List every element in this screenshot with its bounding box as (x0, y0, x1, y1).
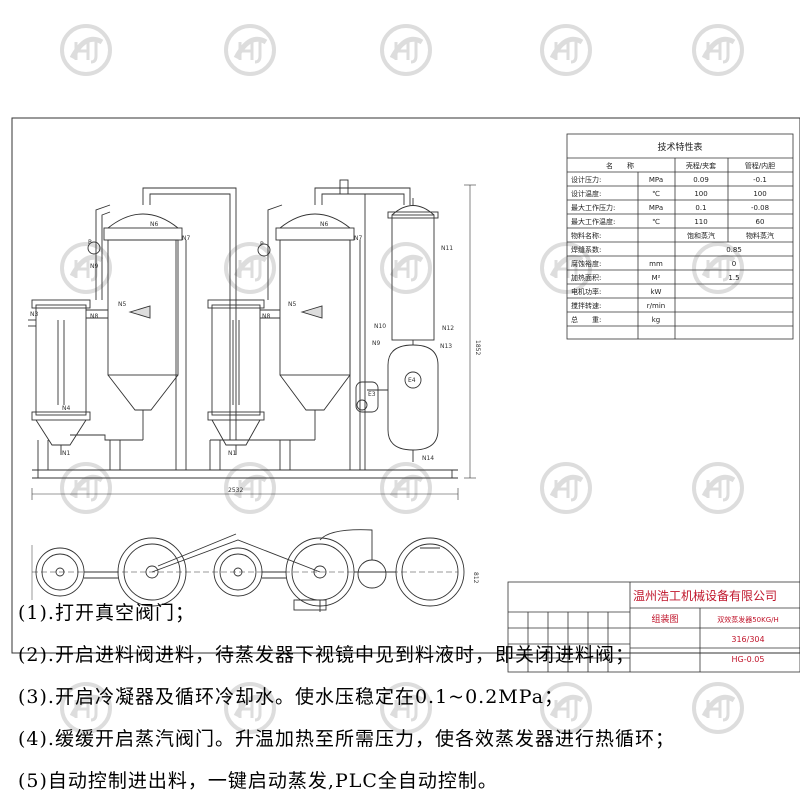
table-row-name: 腐蚀裕度: (571, 259, 601, 268)
svg-text:N9: N9 (372, 340, 380, 347)
product-name: 双效蒸发器50KG/H (717, 615, 779, 624)
table-row-tube: 100 (753, 190, 766, 198)
svg-text:N8: N8 (262, 313, 270, 320)
svg-text:N13: N13 (440, 343, 452, 350)
table-row-name: 物料名称: (571, 231, 601, 240)
svg-text:N8: N8 (90, 313, 98, 320)
tech-spec-text: 技术特性表 名 称 壳程/夹套 管程/内胆 设计压力: MPa 0.09 -0.1 设计… (571, 141, 775, 324)
dim-total-width: 2532 (228, 487, 243, 494)
table-row-unit: ℃ (652, 190, 660, 198)
title-block (507, 581, 800, 673)
svg-text:N10: N10 (374, 323, 386, 330)
table-row-name: 最大工作温度: (571, 217, 615, 226)
table-row-unit: kg (652, 316, 661, 324)
table-header-name: 名 称 (606, 161, 634, 170)
svg-text:N7: N7 (182, 235, 190, 242)
step-2: (2).开启进料阀进料，待蒸发器下视镜中见到料液时，即关闭进料阀； (18, 644, 635, 666)
table-row-value: 0.85 (726, 246, 742, 254)
table-row-unit: mm (649, 260, 663, 268)
table-row-tube: 物料蒸汽 (746, 231, 774, 240)
svg-text:P: P (260, 241, 264, 248)
svg-text:E3: E3 (368, 391, 376, 398)
table-row-shell: 0.09 (693, 176, 709, 184)
table-row-unit: r/min (647, 302, 665, 310)
table-row-value: 0 (732, 260, 736, 268)
table-row-tube: 60 (756, 218, 765, 226)
table-title: 技术特性表 (657, 141, 702, 153)
svg-text:N4: N4 (62, 405, 70, 412)
svg-text:N12: N12 (442, 325, 454, 332)
step-1: (1).打开真空阀门； (18, 602, 195, 624)
table-header-tube: 管程/内胆 (745, 161, 775, 170)
svg-text:N14: N14 (422, 455, 434, 462)
nozzle-labels: N3 N4 N1 N5 N6 N7 N8 N9 P N1 N5 N6 N7 N8… (30, 221, 481, 494)
svg-text:N7: N7 (354, 235, 362, 242)
svg-text:P: P (88, 239, 92, 246)
dim-plan-height: 812 (472, 572, 479, 584)
elevation-view (28, 179, 476, 500)
table-row-name: 设计压力: (571, 175, 601, 184)
svg-text:N6: N6 (150, 221, 158, 228)
svg-text:N5: N5 (288, 301, 296, 308)
table-row-unit: MPa (649, 176, 663, 184)
table-row-name: 设计温度: (571, 189, 601, 198)
table-row-unit: ℃ (652, 218, 660, 226)
table-row-name: 电机功率: (571, 287, 601, 296)
svg-text:E4: E4 (408, 377, 416, 384)
company-name: 温州浩工机械设备有限公司 (633, 588, 777, 603)
drawing-border (11, 117, 800, 654)
step-5: (5)自动控制进出料，一键启动蒸发,PLC全自动控制。 (18, 770, 498, 792)
drawing-name: 组装图 (651, 613, 678, 625)
drawing-no: HG-0.05 (732, 655, 765, 664)
svg-text:N3: N3 (30, 311, 38, 318)
table-row-name: 搅拌转速: (571, 301, 601, 310)
step-4: (4).缓缓开启蒸汽阀门。升温加热至所需压力，使各效蒸发器进行热循环； (18, 728, 675, 750)
table-row-shell: 0.1 (695, 204, 706, 212)
svg-text:N1: N1 (228, 450, 236, 457)
table-row-tube: -0.08 (751, 204, 769, 212)
material: 316/304 (731, 635, 764, 644)
table-row-name: 焊缝系数: (571, 245, 601, 254)
table-row-name: 加热面积: (571, 273, 601, 282)
svg-text:N1: N1 (62, 450, 70, 457)
svg-text:N6: N6 (320, 221, 328, 228)
table-row-name: 总 重: (571, 315, 601, 324)
step-3: (3).开启冷凝器及循环冷却水。使水压稳定在0.1~0.2MPa； (18, 686, 565, 708)
svg-text:N11: N11 (441, 245, 453, 252)
table-row-name: 最大工作压力: (571, 203, 615, 212)
table-row-unit: MPa (649, 204, 663, 212)
svg-text:N5: N5 (118, 301, 126, 308)
table-row-tube: -0.1 (753, 176, 767, 184)
operation-steps: (1).打开真空阀门； (2).开启进料阀进料，待蒸发器下视镜中见到料液时，即关… (18, 592, 800, 802)
plan-view (31, 529, 465, 612)
table-row-shell: 100 (694, 190, 707, 198)
table-row-shell: 110 (694, 218, 707, 226)
svg-text:N9: N9 (90, 263, 98, 270)
tech-spec-table (566, 133, 794, 340)
table-row-unit: M² (652, 274, 661, 282)
dim-total-height: 1852 (474, 340, 481, 355)
table-row-value: 1.5 (728, 274, 739, 282)
table-row-shell: 饱和蒸汽 (687, 231, 715, 240)
table-row-unit: kW (651, 288, 662, 296)
table-header-shell: 壳程/夹套 (686, 161, 716, 170)
